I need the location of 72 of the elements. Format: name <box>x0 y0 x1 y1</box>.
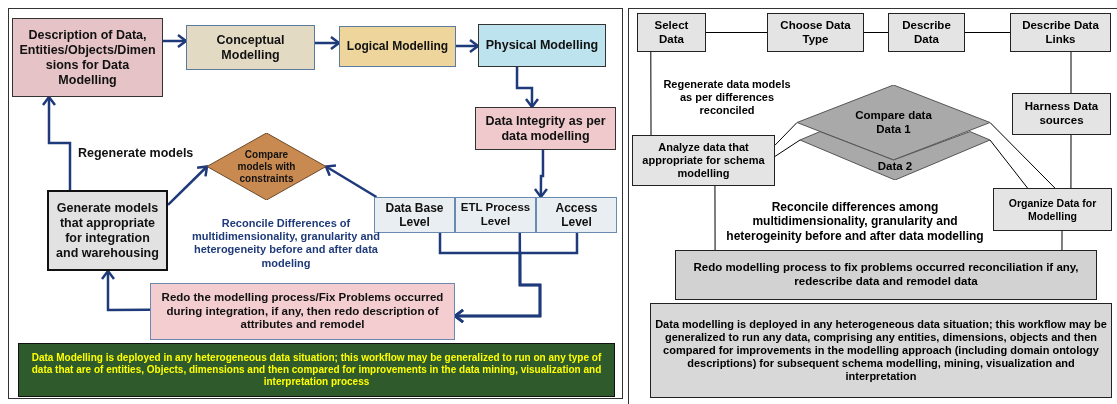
process-box <box>632 135 775 186</box>
connector-line <box>989 122 1056 189</box>
node-label: Analyze data that appropriate for schema modelling <box>641 140 766 181</box>
connector-line <box>1061 230 1063 251</box>
process-box <box>536 197 617 233</box>
node-label: Harness Data sources <box>1023 100 1100 128</box>
arrow <box>456 38 480 54</box>
node-label: Redo the modelling process/Fix Problems occurred during integration, if any, then redo description of attributes and remodel <box>160 290 445 333</box>
decision-diamond <box>800 131 990 180</box>
node-label: Logical Modelling <box>346 39 449 54</box>
process-box <box>374 197 455 233</box>
connector-line <box>1070 51 1072 94</box>
process-box <box>993 188 1112 231</box>
node-label: Organize Data for Modelling <box>1007 196 1098 223</box>
connector-line <box>650 51 652 136</box>
connector-line <box>774 139 801 157</box>
node-label: Generate models that appropriate for integration and warehousing <box>55 200 160 261</box>
node-label: Compare models with constraints <box>236 148 297 185</box>
note-text: Regenerate data models as per differences reconciled <box>662 78 792 118</box>
process-box <box>675 250 1097 300</box>
process-box <box>18 343 615 397</box>
arrow <box>41 95 72 190</box>
decision-diamond <box>797 85 990 160</box>
process-box <box>1010 13 1111 52</box>
process-box <box>150 283 455 340</box>
node-label: Data Integrity as per data modelling <box>484 113 607 144</box>
process-box <box>637 13 706 52</box>
arrow <box>100 269 150 312</box>
arrow <box>533 150 549 199</box>
node-label: Access Level <box>554 200 599 230</box>
edge-label: Regenerate models <box>76 146 196 161</box>
process-box <box>888 13 965 52</box>
process-box <box>186 25 315 70</box>
node-label: Data Modelling is deployed in any heterogeneous data situation; this workflow may be generalized to run on any type of data that are of entities, Objects, dimensions and then compared for improvements in the data mining, visualization and interpretation process <box>30 352 603 388</box>
node-label: Data 2 <box>877 160 913 174</box>
arrow <box>324 164 378 199</box>
node-label: Description of Data, Entities/Objects/Dimensions for Data Modelling <box>18 27 157 88</box>
arrow <box>453 233 579 324</box>
process-box <box>12 18 163 97</box>
node-label: ETL Process Level <box>460 201 531 229</box>
node-label: Physical Modelling <box>485 38 599 53</box>
arrow <box>167 165 209 206</box>
note-text: Reconcile differences among multidimensionality, granularity and heterogeinity before and after data modelling <box>725 200 985 244</box>
process-box <box>478 24 606 67</box>
node-label: Data Base Level <box>384 200 445 230</box>
decision-diamond <box>207 133 326 200</box>
process-box <box>650 303 1112 398</box>
node-label: Redo modelling process to fix problems occurred reconciliation if any, redescribe data and remodel data <box>692 261 1080 289</box>
process-box <box>47 190 168 271</box>
connector-line <box>989 139 1028 189</box>
node-label: Data 1 <box>876 122 911 137</box>
connector-line <box>1070 134 1072 189</box>
node-label: Select Data <box>653 18 690 47</box>
node-label: Conceptual Modelling <box>215 32 286 63</box>
connector-line <box>705 32 768 33</box>
node-label: Describe Data Links <box>1021 18 1100 47</box>
node-label: Data modelling is deployed in any heterogeneous data situation; this workflow may be generalized to run any data, comprising any entities, dimensions, objects and then compared for improvements in the modelling approach (including domain ontology descriptions) for subsequent schema modelling, mining, visualization and interpretation <box>655 317 1107 384</box>
connector-line <box>714 185 716 251</box>
process-box <box>1012 93 1111 135</box>
node-label: Compare data <box>855 108 932 123</box>
arrow <box>515 67 540 109</box>
process-box <box>767 13 864 52</box>
connector-line <box>964 32 1011 33</box>
note-text: Reconcile Differences of multidimensionality, granularity and heterogeneity before and after data modeling <box>190 217 382 270</box>
process-box <box>475 107 616 150</box>
node-label: Choose Data Type <box>779 18 852 47</box>
process-box <box>339 26 456 67</box>
arrow <box>315 35 341 51</box>
connector-line <box>774 122 798 146</box>
arrow <box>163 33 188 49</box>
connector-line <box>863 32 889 33</box>
node-label: Describe Data <box>901 18 952 47</box>
